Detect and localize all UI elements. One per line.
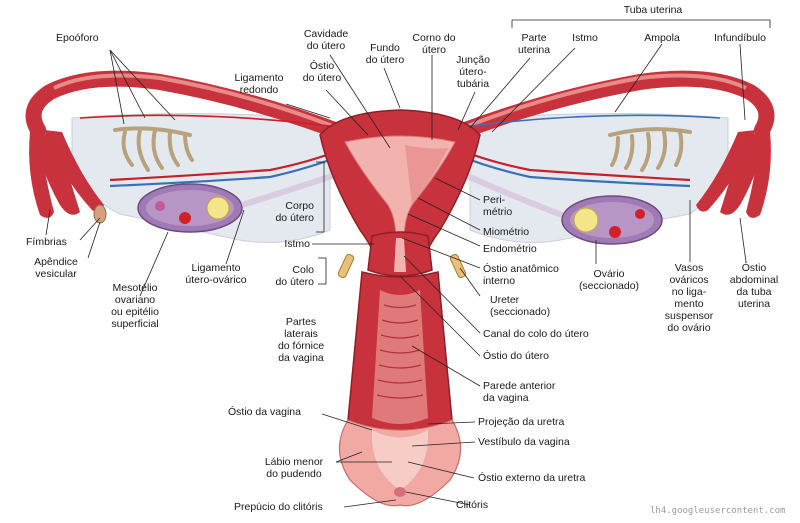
label-corpo-utero: Corpo do útero: [275, 200, 314, 224]
label-clitoris: Clitóris: [456, 499, 489, 511]
right-ovarian-vein: [459, 154, 691, 188]
label-mesotelio: Mesotélio ovariano ou epitélio superfici…: [111, 282, 159, 330]
right-utero-ovarian-ligament: [463, 172, 564, 218]
right-fimbriae: [696, 128, 771, 218]
leader-lines: [45, 19, 771, 508]
label-ovario: Ovário (seccionado): [578, 268, 640, 292]
label-ampola: Ampola: [644, 32, 680, 44]
label-juncao: Junção útero- tubária: [456, 54, 490, 90]
label-ureter: Ureter (seccionado): [490, 294, 551, 318]
label-prepucio: Prepúcio do clitóris: [234, 501, 323, 513]
label-tuba-uterina: Tuba uterina: [623, 4, 683, 16]
label-labio-menor: Lábio menor do pudendo: [264, 456, 324, 480]
broad-ligament: [71, 112, 331, 243]
label-ostio-utero: Óstio do útero: [483, 350, 549, 362]
left-ureter: [337, 253, 355, 279]
label-partes-laterais: Partes laterais do fórnice da vagina: [277, 316, 325, 364]
label-endometrio: Endométrio: [483, 243, 537, 255]
right-tube-vein: [469, 114, 721, 127]
appendix-vesicularis: [93, 204, 107, 224]
label-ostio-externo-uretra: Óstio externo da uretra: [478, 472, 586, 484]
label-epooforo: Epoóforo: [56, 32, 99, 44]
label-ligamento-utero-ovarico: Ligamento útero-ovárico: [185, 262, 247, 286]
left-utero-ovarian-ligament: [241, 172, 336, 208]
label-canal-colo: Canal do colo do útero: [483, 328, 589, 340]
label-perimetrio: Peri- métrio: [483, 194, 513, 218]
right-ovarian-artery: [459, 148, 691, 182]
label-colo-utero: Colo do útero: [275, 264, 314, 288]
label-fundo-utero: Fundo do útero: [365, 42, 405, 66]
label-istmo-utero: Istmo: [284, 238, 310, 250]
label-cavidade-utero: Cavidade do útero: [303, 28, 349, 52]
left-tube-artery: [79, 114, 331, 127]
label-miometrio: Miométrio: [483, 226, 530, 238]
label-projecao-uretra: Projeção da uretra: [478, 416, 565, 428]
label-corno-utero: Corno do útero: [412, 32, 456, 56]
left-tube-highlight: [53, 73, 336, 129]
label-ostio-abdominal: Óstio abdominal da tuba uterina: [729, 262, 779, 310]
label-parte-uterina: Parte uterina: [517, 32, 551, 56]
watermark: lh4.googleusercontent.com: [650, 506, 786, 516]
right-tube-highlight: [464, 73, 747, 129]
label-ligamento-redondo: Ligamento redondo: [234, 72, 284, 96]
right-epoophoron: [608, 127, 692, 172]
right-ureter: [449, 253, 467, 279]
right-uterine-tube: [452, 70, 775, 140]
left-epoophoron: [113, 126, 194, 172]
label-vestibulo: Vestíbulo da vagina: [478, 436, 570, 448]
left-ovarian-vein: [109, 154, 341, 188]
label-istmo-tuba: Istmo: [572, 32, 598, 44]
left-ovary: [137, 183, 243, 233]
myometrium-section: [405, 145, 448, 205]
label-infundibulo: Infundíbulo: [714, 32, 766, 44]
label-fimbrias: Fímbrias: [26, 236, 67, 248]
right-ovary: [561, 195, 663, 245]
vaginal-rugae: [376, 304, 424, 399]
label-apendice: Apêndice vesicular: [34, 256, 78, 280]
left-uterine-tube: [25, 70, 348, 140]
clitoris-shape: [394, 487, 406, 497]
label-vasos-ovaricos: Vasos ováricos no liga- mento suspensor …: [664, 262, 714, 334]
left-ovarian-artery: [109, 148, 341, 182]
cervical-canal: [394, 238, 406, 272]
label-parede-anterior: Parede anterior da vagina: [483, 380, 556, 404]
vestibule: [371, 430, 429, 490]
vaginal-anterior-wall: [372, 290, 428, 424]
label-ostio-vagina: Óstio da vagina: [228, 406, 301, 418]
label-ostio-anatomico: Óstio anatômico interno: [483, 263, 559, 287]
label-ostio-tubario: Óstio do útero: [302, 60, 342, 84]
left-fimbriae: [29, 128, 104, 218]
